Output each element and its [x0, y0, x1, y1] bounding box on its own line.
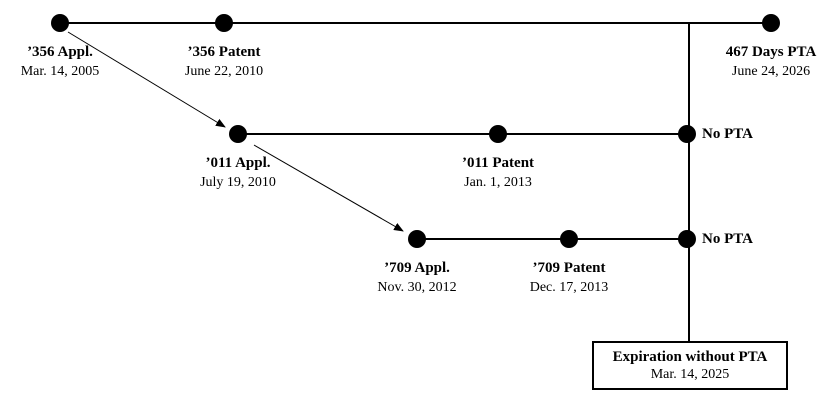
- node-dot-709-no-pta: [678, 230, 696, 248]
- label-356-patent-title: ’356 Patent: [187, 44, 261, 60]
- label-467-pta-title: 467 Days PTA: [725, 44, 817, 60]
- label-709-appl-date: Nov. 30, 2012: [377, 280, 457, 295]
- node-dot-011-no-pta: [678, 125, 696, 143]
- label-709-appl: ’709 Appl. Nov. 30, 2012: [377, 259, 456, 297]
- label-709-patent-title: ’709 Patent: [532, 260, 606, 276]
- label-011-patent: ’011 Patent Jan. 1, 2013: [462, 154, 534, 192]
- label-356-patent-date: June 22, 2010: [184, 64, 264, 79]
- label-709-appl-title: ’709 Appl.: [384, 260, 450, 276]
- label-709-patent: ’709 Patent Dec. 17, 2013: [530, 259, 609, 297]
- label-356-appl: ’356 Appl. Mar. 14, 2005: [21, 43, 100, 81]
- label-356-appl-date: Mar. 14, 2005: [20, 64, 100, 79]
- label-356-patent: ’356 Patent June 22, 2010: [185, 43, 263, 81]
- label-011-appl-date: July 19, 2010: [200, 175, 276, 190]
- label-356-appl-title: ’356 Appl.: [27, 44, 93, 60]
- label-467-pta-date: June 24, 2026: [731, 64, 811, 79]
- node-dot-709-patent: [560, 230, 578, 248]
- expiration-title: Expiration without PTA: [612, 349, 768, 365]
- label-011-appl-title: ’011 Appl.: [205, 155, 271, 171]
- label-467-pta: 467 Days PTA June 24, 2026: [726, 43, 817, 81]
- arrow-011-to-709: [253, 144, 404, 232]
- label-709-patent-date: Dec. 17, 2013: [529, 280, 609, 295]
- node-dot-709-appl: [408, 230, 426, 248]
- node-dot-011-appl: [229, 125, 247, 143]
- expiration-date: Mar. 14, 2025: [650, 367, 730, 382]
- arrow-356-to-011: [67, 31, 226, 128]
- node-dot-356-appl: [51, 14, 69, 32]
- node-dot-467-pta: [762, 14, 780, 32]
- node-dot-011-patent: [489, 125, 507, 143]
- no-pta-label-709: No PTA: [702, 231, 753, 247]
- no-pta-label-011: No PTA: [702, 126, 753, 142]
- expiration-box: Expiration without PTA Mar. 14, 2025: [592, 341, 788, 390]
- label-011-patent-date: Jan. 1, 2013: [464, 175, 532, 190]
- label-011-appl: ’011 Appl. July 19, 2010: [200, 154, 276, 192]
- label-011-patent-title: ’011 Patent: [461, 155, 535, 171]
- node-dot-356-patent: [215, 14, 233, 32]
